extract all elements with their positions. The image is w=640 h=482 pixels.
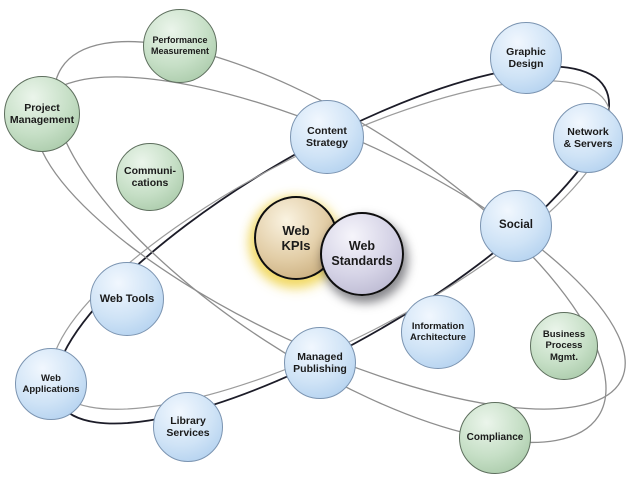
node-label-line: Architecture bbox=[410, 332, 466, 343]
node-label: Communi-cations bbox=[124, 165, 176, 190]
node-label-line: Graphic bbox=[506, 45, 546, 58]
node-label-line: Information bbox=[411, 320, 465, 332]
node-label-line: Business bbox=[542, 329, 586, 341]
node-label-line: cations bbox=[131, 177, 169, 189]
node-label-line: Content bbox=[307, 124, 347, 137]
node-label-line: KPIs bbox=[281, 238, 311, 253]
node-label-line: Services bbox=[166, 427, 210, 439]
node-label-line: Social bbox=[499, 219, 533, 232]
node-label-line: Library bbox=[170, 414, 206, 427]
node-compliance: Compliance bbox=[459, 402, 531, 474]
node-label-line: Strategy bbox=[305, 137, 348, 149]
node-label-line: Management bbox=[9, 114, 75, 126]
node-social: Social bbox=[480, 190, 552, 262]
node-label-line: Compliance bbox=[466, 432, 524, 444]
node-label-line: Web Tools bbox=[99, 292, 155, 305]
node-label-line: Communi- bbox=[124, 164, 176, 177]
node-label: Social bbox=[499, 219, 533, 233]
node-label-line: & Servers bbox=[563, 138, 613, 150]
node-label: Network& Servers bbox=[563, 126, 612, 151]
node-label-line: Managed bbox=[297, 350, 343, 363]
node-label-line: Design bbox=[508, 58, 544, 70]
node-network-servers: Network& Servers bbox=[553, 103, 623, 173]
node-communications: Communi-cations bbox=[116, 143, 184, 211]
node-label-line: Performance bbox=[152, 35, 208, 46]
node-label-line: Web bbox=[41, 372, 61, 384]
node-label: Web Tools bbox=[100, 293, 155, 306]
node-label-line: Process bbox=[545, 340, 583, 352]
node-web-tools: Web Tools bbox=[90, 262, 164, 336]
node-label-line: Standards bbox=[331, 254, 393, 268]
node-label-line: Web bbox=[348, 239, 376, 254]
node-label-line: Mgmt. bbox=[550, 351, 578, 363]
node-label-line: Web bbox=[282, 222, 310, 238]
node-label-line: Project bbox=[24, 101, 60, 114]
node-label-line: Applications bbox=[22, 384, 80, 395]
node-label-line: Publishing bbox=[293, 363, 347, 375]
node-label: Compliance bbox=[467, 432, 524, 444]
node-label-line: Measurement bbox=[150, 46, 210, 56]
node-label-line: Network bbox=[567, 125, 609, 138]
